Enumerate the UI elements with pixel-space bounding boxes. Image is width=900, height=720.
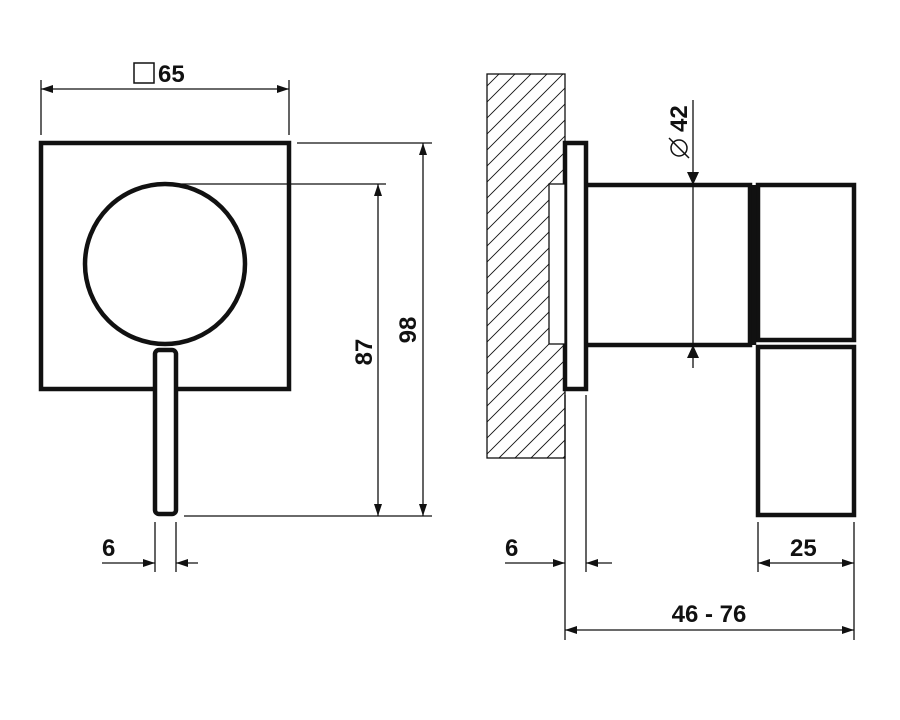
lever-height-dimension: 87: [175, 183, 386, 516]
hatch-line: [487, 74, 516, 103]
hatch-line: [546, 439, 565, 458]
lever-handle: [152, 347, 179, 517]
wall-plate: [562, 140, 589, 392]
plate-thickness-label: 6: [505, 535, 518, 562]
lever-width-label: 6: [102, 535, 115, 562]
hatch-line: [487, 199, 565, 279]
diameter-dimension: 42: [666, 100, 699, 368]
hatch-line: [487, 87, 565, 167]
control-knob-circle: [82, 181, 248, 347]
wall-section: [67, 58, 566, 459]
handle-lower-block: [755, 344, 857, 518]
square-symbol-icon: [133, 62, 155, 84]
hatch-line: [67, 58, 467, 458]
hatch-line: [487, 295, 565, 375]
hatch-line: [487, 74, 548, 135]
plate-thickness-dimension: 6: [505, 395, 612, 640]
depth-range-dimension: 46 - 76: [565, 601, 854, 634]
width-label: 65: [158, 61, 185, 88]
lever-width-dimension: 6: [102, 522, 198, 572]
diameter-label: 42: [666, 105, 693, 132]
valve-body: [586, 182, 753, 348]
hatch-line: [487, 183, 565, 263]
plate-flange: [548, 183, 566, 345]
handle-width-label: 25: [790, 535, 817, 562]
hatch-line: [487, 103, 565, 183]
hatch-line: [487, 375, 565, 455]
handle-upper-block: [755, 182, 857, 343]
width-dimension: 65: [40, 61, 290, 135]
diameter-symbol-icon: [670, 139, 688, 157]
hatch-line: [487, 119, 565, 199]
hatch-line: [487, 215, 565, 295]
handle-width-dimension: 25: [757, 522, 855, 640]
side-view: 42 6 25 46 - 76: [67, 58, 857, 640]
hatch-line: [487, 359, 565, 439]
hatch-line: [487, 327, 565, 407]
lever-height-label: 87: [351, 339, 378, 366]
hatch-line: [562, 455, 565, 458]
hatch-line: [487, 343, 565, 423]
height-dimension: 98: [184, 142, 432, 517]
hatch-line: [487, 167, 565, 247]
hatch-line: [487, 151, 565, 231]
hatch-line: [487, 74, 564, 151]
front-view: 65 98 87 6: [38, 61, 432, 572]
height-label: 98: [395, 317, 422, 344]
depth-range-label: 46 - 76: [672, 601, 747, 628]
hatch-line: [487, 231, 565, 311]
